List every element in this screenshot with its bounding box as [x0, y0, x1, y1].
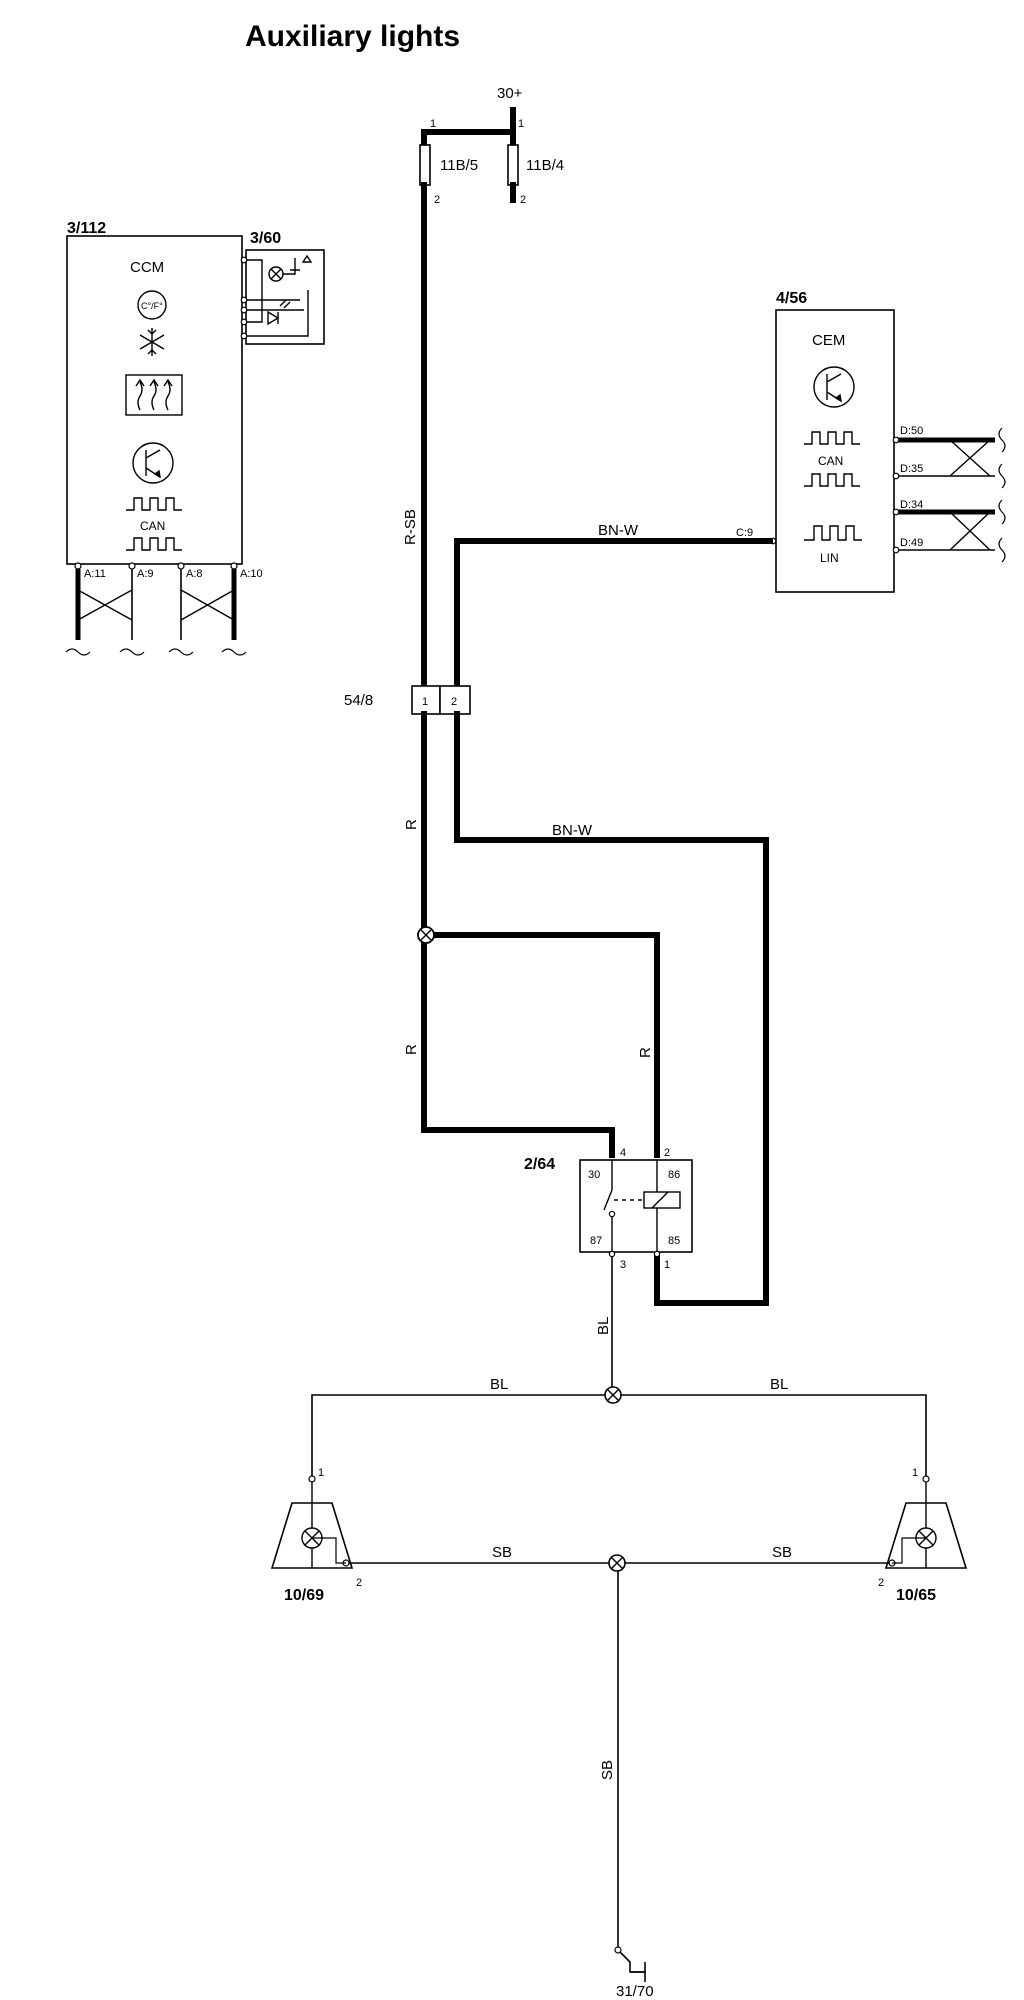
supply-wiring [421, 107, 516, 153]
ccm-pin-a8: A:8 [186, 568, 203, 580]
splice-r [417, 926, 435, 944]
cem-pin-d35: D:35 [900, 463, 923, 475]
splice-bl [604, 1386, 622, 1404]
wire-bn-w-top-label: BN-W [598, 522, 639, 539]
connector-pin-2: 2 [451, 696, 457, 708]
cem-lin-signal-icon [804, 525, 862, 541]
wire-r-sb-label: R-SB [402, 509, 419, 545]
lamp-left-pin-2: 2 [356, 1577, 362, 1589]
ccm-module [66, 235, 243, 565]
wire-sb-left-label: SB [492, 1544, 512, 1561]
cem-transistor-icon [813, 366, 855, 408]
lamp-left-pin-1: 1 [318, 1467, 324, 1479]
cem-pin-c9: C:9 [736, 527, 753, 539]
rear-defroster-icon [125, 374, 183, 416]
fuse1-pin-bottom: 2 [434, 194, 440, 206]
connector-54-8 [411, 685, 471, 715]
relay-terminal-85: 85 [668, 1235, 680, 1247]
fan-snowflake-icon [139, 328, 165, 356]
wire-r-main [421, 711, 615, 1158]
wire-r-branch [421, 932, 660, 1158]
fuse2-pin-top: 1 [518, 118, 524, 130]
cem-bus-wires [897, 427, 1006, 563]
wire-sb-vertical-label: SB [599, 1760, 616, 1780]
wire-bl-vertical-label: BL [595, 1317, 612, 1335]
splice-sb [608, 1554, 626, 1572]
transistor-icon [132, 442, 174, 484]
relay-terminal-86: 86 [668, 1169, 680, 1181]
lamp-right-pin-2: 2 [878, 1577, 884, 1589]
lamp-10-69 [270, 1475, 354, 1569]
cem-module [775, 309, 895, 593]
ccm-pin-a10: A:10 [240, 568, 263, 580]
ground-31-70-id: 31/70 [616, 1983, 654, 2000]
fuse-11b4-label: 11B/4 [526, 157, 564, 174]
relay-pin-2: 2 [664, 1147, 670, 1159]
temperature-icon: C°/F° [137, 290, 167, 320]
ccm-bus-wires [65, 569, 247, 656]
ccm-id: 3/112 [67, 220, 106, 237]
fuse-11b4 [507, 144, 519, 186]
connector-pin-1: 1 [422, 696, 428, 708]
lamp-10-65 [884, 1475, 968, 1569]
fuse1-pin-top: 1 [430, 118, 436, 130]
cem-name: CEM [812, 332, 845, 349]
ground-symbol [614, 1946, 646, 1982]
cem-pin-d50: D:50 [900, 425, 923, 437]
ccm-can-label: CAN [140, 519, 165, 533]
fuse-11b5-label: 11B/5 [440, 157, 478, 174]
switch-360-id: 3/60 [250, 230, 281, 247]
relay-pin-4: 4 [620, 1147, 626, 1159]
wire-bn-w-top [454, 538, 773, 689]
wire-bl-horizontal [311, 1394, 927, 1478]
fuse-11b5 [419, 144, 431, 186]
wire-bl-right-label: BL [770, 1376, 788, 1393]
fuse2-pin-bottom: 2 [520, 194, 526, 206]
relay-terminal-30: 30 [588, 1169, 600, 1181]
wire-r1-label: R [403, 819, 420, 830]
connector-54-8-id: 54/8 [344, 692, 373, 709]
ccm-name: CCM [130, 259, 164, 276]
cem-can-label: CAN [818, 454, 843, 468]
temp-unit-text: C°/F° [141, 301, 163, 311]
relay-pin-3: 3 [620, 1259, 626, 1271]
relay-pin-1: 1 [664, 1259, 670, 1271]
cem-id: 4/56 [776, 290, 807, 307]
wire-r3-label: R [637, 1047, 654, 1058]
diagram-title: Auxiliary lights [245, 20, 460, 53]
lamp-right-pin-1: 1 [912, 1467, 918, 1479]
supply-label: 30+ [497, 85, 523, 102]
switch-360 [242, 249, 325, 345]
cem-pin-d34: D:34 [900, 499, 923, 511]
relay-2-64-id: 2/64 [524, 1156, 555, 1173]
wire-bn-w-bottom [454, 711, 769, 1306]
cem-can-signal-icon [804, 431, 860, 487]
wire-sb-right-label: SB [772, 1544, 792, 1561]
relay-terminal-87: 87 [590, 1235, 602, 1247]
ccm-pin-a11: A:11 [84, 568, 106, 580]
cem-lin-label: LIN [820, 551, 839, 565]
wire-sb-vertical [617, 1570, 646, 1973]
cem-pin-d49: D:49 [900, 537, 923, 549]
relay-internals [603, 1160, 681, 1252]
ccm-pin-a9: A:9 [137, 568, 154, 580]
wire-r2-label: R [403, 1044, 420, 1055]
switch-360-pins [240, 256, 248, 340]
lamp-10-69-id: 10/69 [284, 1587, 324, 1604]
wire-bl-left-label: BL [490, 1376, 508, 1393]
ccm-can-signal-icon [126, 497, 182, 551]
wire-bn-w-bottom-label: BN-W [552, 822, 593, 839]
lamp-10-65-id: 10/65 [896, 1587, 936, 1604]
